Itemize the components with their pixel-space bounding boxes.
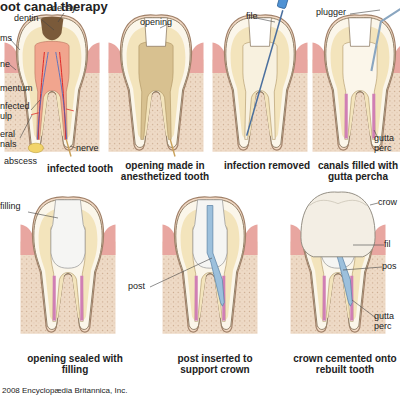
sealed-panel xyxy=(21,197,116,334)
part-label: plugger xyxy=(316,8,356,18)
leader-line xyxy=(350,10,380,14)
leader-line xyxy=(150,258,212,287)
leader-line xyxy=(31,100,40,110)
nerve xyxy=(170,139,175,156)
step-caption: infection removed xyxy=(222,160,312,171)
leader-line xyxy=(343,267,382,270)
file-handle xyxy=(277,0,292,9)
decay xyxy=(41,17,64,41)
diagram-title: oot canal therapy xyxy=(0,0,200,14)
access-opening xyxy=(349,18,372,47)
artery xyxy=(38,52,66,139)
dead-pulp xyxy=(139,41,173,139)
gutta-percha xyxy=(346,94,374,139)
tooth-base xyxy=(21,197,116,334)
leader-line xyxy=(256,18,275,22)
part-label: ms xyxy=(0,34,20,44)
tooth-base xyxy=(313,15,400,152)
tooth-base xyxy=(109,15,204,152)
part-label: pos xyxy=(382,262,400,272)
cleaning-panel xyxy=(213,0,308,152)
part-label: decay xyxy=(52,4,92,14)
crown xyxy=(301,192,375,257)
part-label: opening xyxy=(140,18,180,28)
part-label: fil xyxy=(384,240,400,250)
part-label: crow xyxy=(378,198,400,208)
abscess xyxy=(28,143,43,153)
crown-cusps xyxy=(310,200,367,205)
post-panel xyxy=(163,197,258,334)
gutta-percha xyxy=(54,276,82,321)
infected-pulp xyxy=(35,41,69,139)
leader-line xyxy=(370,203,378,205)
step-caption: crown cemented onto rebuilt tooth xyxy=(290,353,400,375)
step-caption: post inserted to support crown xyxy=(160,353,270,375)
tooth-base xyxy=(213,15,308,152)
part-label: nerve xyxy=(76,144,106,154)
part-label: ne xyxy=(0,60,20,70)
leader-line xyxy=(42,20,54,30)
copyright-note: 2008 Encyclopædia Britannica, Inc. xyxy=(2,387,222,396)
leader-line xyxy=(10,65,16,70)
leader-line xyxy=(352,300,376,318)
part-label: nfected ulp xyxy=(0,102,34,122)
step-caption: opening sealed with filling xyxy=(25,353,125,375)
file-shaft xyxy=(247,10,283,135)
part-label: filling xyxy=(0,202,30,212)
opening-panel xyxy=(109,15,204,157)
part-label: post xyxy=(128,282,153,292)
nerve xyxy=(66,139,71,156)
leader-line xyxy=(28,212,58,218)
vein xyxy=(38,52,67,139)
lateral-canals xyxy=(31,109,74,115)
crown-panel xyxy=(291,192,386,334)
tooth-base xyxy=(163,197,258,334)
part-label: gutta perc xyxy=(374,134,400,154)
part-label: dentin xyxy=(14,14,54,24)
leader-line xyxy=(70,146,76,148)
plugger xyxy=(371,4,400,71)
filling xyxy=(51,200,85,268)
leader-line xyxy=(20,115,32,138)
step-caption: infected tooth xyxy=(45,163,115,174)
filling-canals-panel xyxy=(313,4,400,151)
step-caption: opening made in anesthetized tooth xyxy=(115,160,215,182)
step-caption: canals filled with gutta percha xyxy=(312,160,400,182)
part-label: gutta perc xyxy=(374,312,400,332)
part-label: mentum xyxy=(0,84,40,94)
post xyxy=(207,206,224,307)
leader-line xyxy=(353,245,384,246)
leader-line xyxy=(58,13,64,22)
access-opening xyxy=(249,18,272,47)
part-label: abscess xyxy=(4,157,44,167)
part-label: eral nals xyxy=(0,130,24,150)
empty-chamber xyxy=(343,41,377,139)
part-label: file xyxy=(246,12,266,22)
